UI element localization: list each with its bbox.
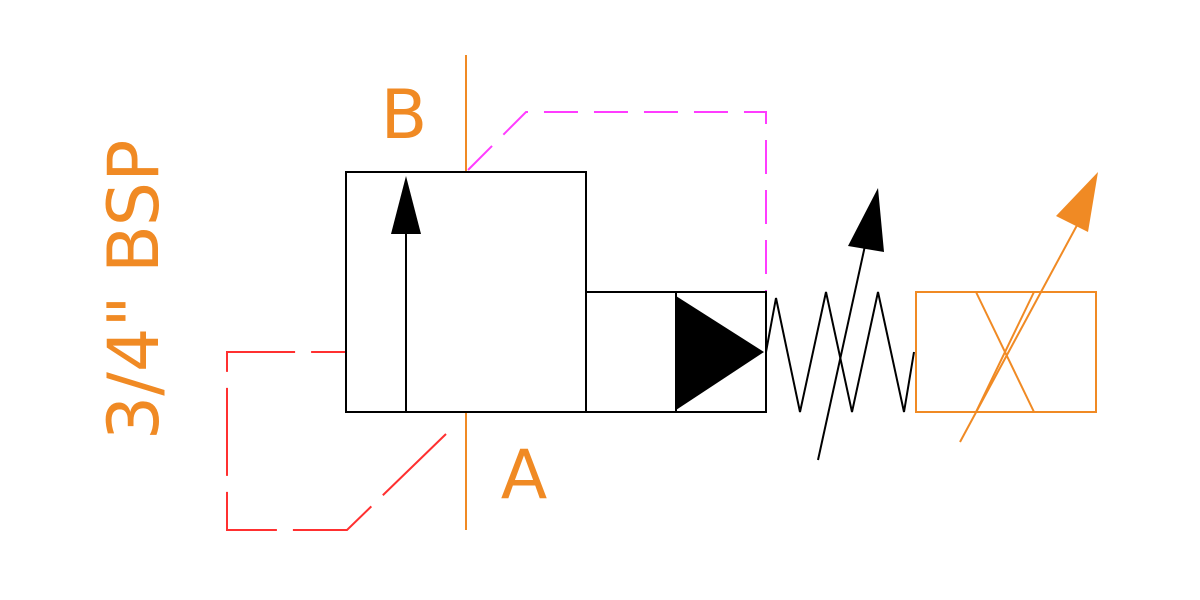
- port-size-label: 3/4" BSP: [93, 140, 175, 441]
- valve-envelope: [345, 171, 587, 413]
- solenoid-box: [915, 291, 1097, 413]
- drain-line: [467, 111, 767, 292]
- solenoid-adjust-arrow-head: [1056, 172, 1098, 232]
- spring: [765, 291, 915, 413]
- spring-adjust-arrow-head: [848, 188, 884, 252]
- solenoid-diag-2: [975, 291, 1035, 413]
- spring-adjust-arrow-shaft: [817, 231, 869, 461]
- pilot-line: [226, 351, 447, 531]
- flow-arrow-head: [391, 176, 421, 234]
- operator-triangle: [676, 296, 764, 410]
- solenoid-adjust-arrow-shaft: [959, 215, 1083, 443]
- port-a-label: A: [501, 436, 548, 515]
- port-b-label: B: [381, 76, 428, 155]
